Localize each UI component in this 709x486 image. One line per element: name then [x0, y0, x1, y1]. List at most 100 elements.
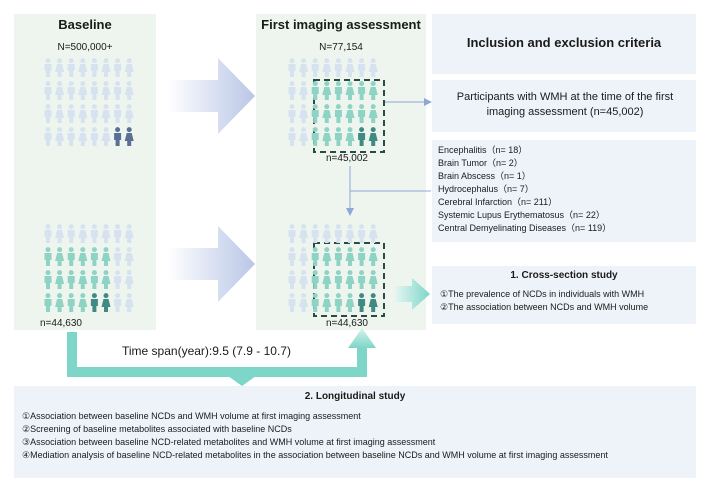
exclusion-item: Brain Tumor（n= 2）	[438, 158, 523, 168]
exclusion-item: Brain Abscess（n= 1）	[438, 171, 531, 181]
exclusion-item: Encephalitis（n= 18）	[438, 145, 528, 155]
person-icon	[44, 58, 52, 77]
cross-section-title: 1. Cross-section study	[510, 270, 618, 281]
person-icon	[78, 270, 88, 289]
person-icon	[322, 224, 332, 243]
person-icon	[358, 293, 366, 312]
person-icon-grid	[44, 58, 378, 312]
person-icon	[334, 127, 342, 146]
longitudinal-item: ②Screening of baseline metabolites assoc…	[22, 424, 292, 434]
person-icon	[311, 81, 319, 100]
longitudinal-list: ①Association between baseline NCDs and W…	[22, 410, 694, 462]
person-icon	[55, 81, 65, 100]
cross-section-item: ②The association between NCDs and WMH vo…	[440, 302, 649, 312]
person-icon	[90, 127, 98, 146]
person-icon	[44, 247, 52, 266]
person-icon	[299, 270, 309, 289]
person-icon	[124, 127, 134, 146]
exclusion-box	[432, 140, 696, 242]
person-icon	[358, 224, 366, 243]
person-icon	[334, 270, 342, 289]
person-icon	[114, 58, 122, 77]
person-icon	[78, 58, 88, 77]
person-icon	[114, 224, 122, 243]
person-icon	[101, 58, 111, 77]
imaging-n-mid: n=45,002	[326, 153, 368, 164]
person-icon	[299, 58, 309, 77]
person-icon	[334, 104, 342, 123]
person-icon	[322, 58, 332, 77]
person-icon	[368, 293, 378, 312]
person-icon	[345, 293, 355, 312]
person-icon	[114, 81, 122, 100]
person-icon	[358, 81, 366, 100]
person-icon	[124, 270, 134, 289]
person-icon	[288, 58, 296, 77]
person-icon	[322, 104, 332, 123]
person-icon	[288, 247, 296, 266]
person-icon	[78, 293, 88, 312]
person-icon	[299, 81, 309, 100]
person-icon	[90, 247, 98, 266]
person-icon	[55, 247, 65, 266]
imaging-title: First imaging assessment	[261, 17, 421, 32]
person-icon	[322, 293, 332, 312]
person-icon	[101, 127, 111, 146]
person-icon	[368, 224, 378, 243]
person-icon	[124, 247, 134, 266]
person-icon	[55, 127, 65, 146]
person-icon	[124, 293, 134, 312]
person-icon	[67, 293, 75, 312]
person-icon	[44, 127, 52, 146]
connector-imaging-arrowhead	[348, 328, 376, 348]
person-icon	[90, 81, 98, 100]
line-exclusion-head	[346, 208, 354, 216]
person-icon	[90, 270, 98, 289]
person-icon	[311, 293, 319, 312]
person-icon	[55, 293, 65, 312]
person-icon	[368, 58, 378, 77]
person-icon	[288, 104, 296, 123]
person-icon	[358, 104, 366, 123]
cross-section-item: ①The prevalence of NCDs in individuals w…	[440, 289, 645, 299]
person-icon	[67, 58, 75, 77]
person-icon	[311, 247, 319, 266]
person-icon	[90, 104, 98, 123]
cross-section-list: ①The prevalence of NCDs in individuals w…	[440, 288, 692, 314]
arrow-baseline-to-imaging-bottom	[168, 226, 255, 302]
person-icon	[334, 58, 342, 77]
person-icon	[114, 104, 122, 123]
person-icon	[44, 270, 52, 289]
person-icon	[311, 127, 319, 146]
person-icon	[67, 81, 75, 100]
person-icon	[345, 247, 355, 266]
person-icon	[334, 293, 342, 312]
person-icon	[358, 58, 366, 77]
person-icon	[101, 104, 111, 123]
inclusion-text: Participants with WMH at the time of the…	[456, 91, 674, 118]
person-icon	[55, 270, 65, 289]
person-icon	[124, 104, 134, 123]
person-icon	[101, 81, 111, 100]
person-icon	[311, 58, 319, 77]
person-icon	[124, 81, 134, 100]
person-icon	[288, 81, 296, 100]
time-span-label: Time span(year):9.5 (7.9 - 10.7)	[122, 344, 291, 358]
person-icon	[334, 224, 342, 243]
person-icon	[358, 270, 366, 289]
person-icon	[311, 104, 319, 123]
person-icon	[124, 58, 134, 77]
person-icon	[101, 270, 111, 289]
criteria-title-box	[432, 14, 696, 74]
selection-box-top	[313, 79, 385, 153]
exclusion-item: Systemic Lupus Erythematosus（n= 22）	[438, 210, 605, 220]
connector-baseline-down	[67, 332, 367, 377]
exclusion-item: Hydrocephalus（n= 7）	[438, 184, 534, 194]
person-icon	[101, 293, 111, 312]
exclusion-item: Cerebral Infarction（n= 211）	[438, 197, 558, 207]
person-icon	[322, 127, 332, 146]
baseline-title: Baseline	[58, 17, 112, 32]
person-icon	[67, 270, 75, 289]
person-icon	[78, 247, 88, 266]
